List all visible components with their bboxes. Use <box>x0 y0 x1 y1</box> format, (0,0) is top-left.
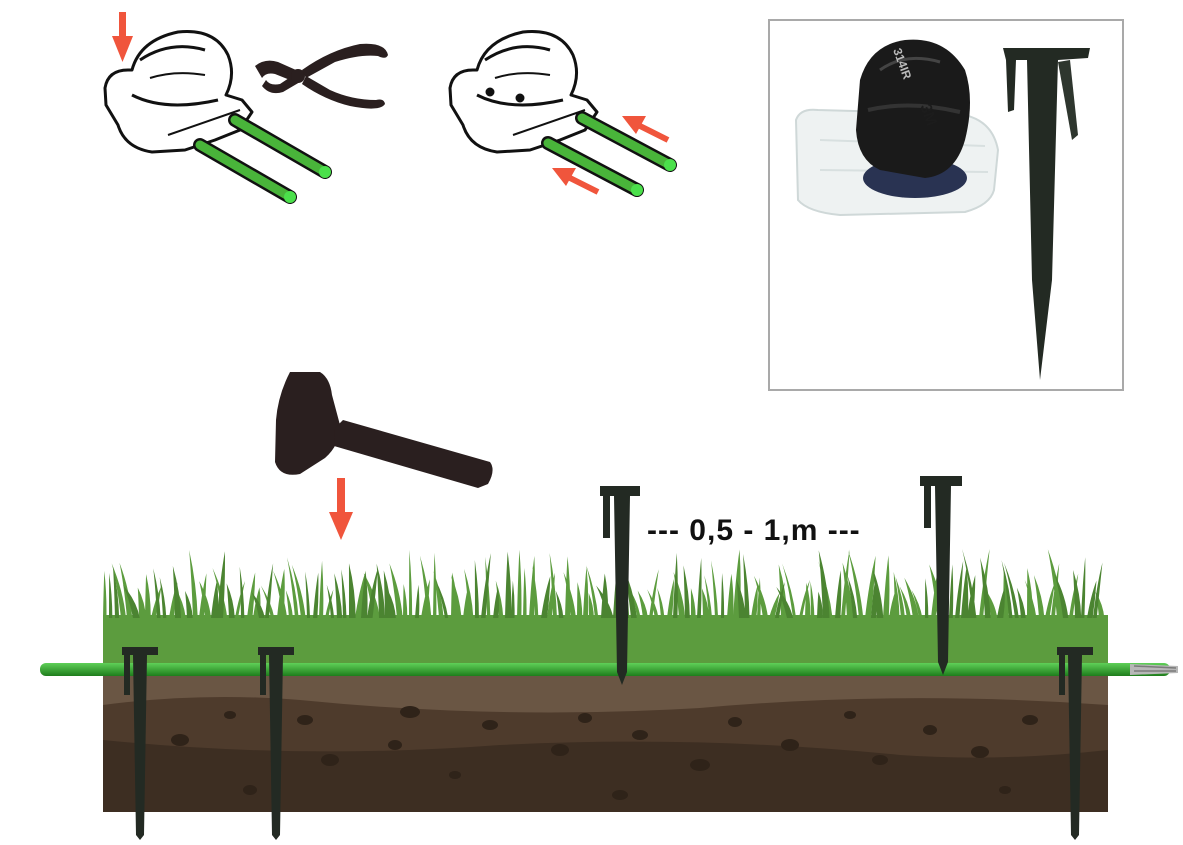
soil-cross-section <box>103 660 1108 812</box>
soil-pebbles <box>171 706 1038 800</box>
arrow-left-icon <box>622 116 670 143</box>
step-2-insert-wires <box>448 29 677 197</box>
connector-icon <box>103 29 254 154</box>
wire-pair <box>541 111 677 197</box>
step-1-crimp-connector <box>103 12 388 204</box>
arrow-down-icon <box>112 12 133 62</box>
gel-connector-photo: 3M 314IR <box>794 39 1000 217</box>
arrow-left-icon <box>552 168 600 195</box>
wire-stripped-end <box>1130 664 1178 675</box>
product-photo-box: 3M 314IR <box>768 19 1124 391</box>
stake-icon <box>920 476 962 675</box>
connector-icon <box>448 29 599 154</box>
stake-icon <box>600 486 640 685</box>
connector-brand-label: 3M <box>916 102 940 129</box>
arrow-down-icon <box>329 478 353 540</box>
pliers-icon <box>255 43 388 109</box>
stake-spacing-label: --- 0,5 - 1,m --- <box>647 514 861 547</box>
boundary-wire <box>40 663 1178 676</box>
wire-pair <box>193 113 332 204</box>
grass-layer <box>103 548 1108 665</box>
hammer-icon <box>275 372 493 488</box>
stake-icon <box>1003 48 1090 380</box>
